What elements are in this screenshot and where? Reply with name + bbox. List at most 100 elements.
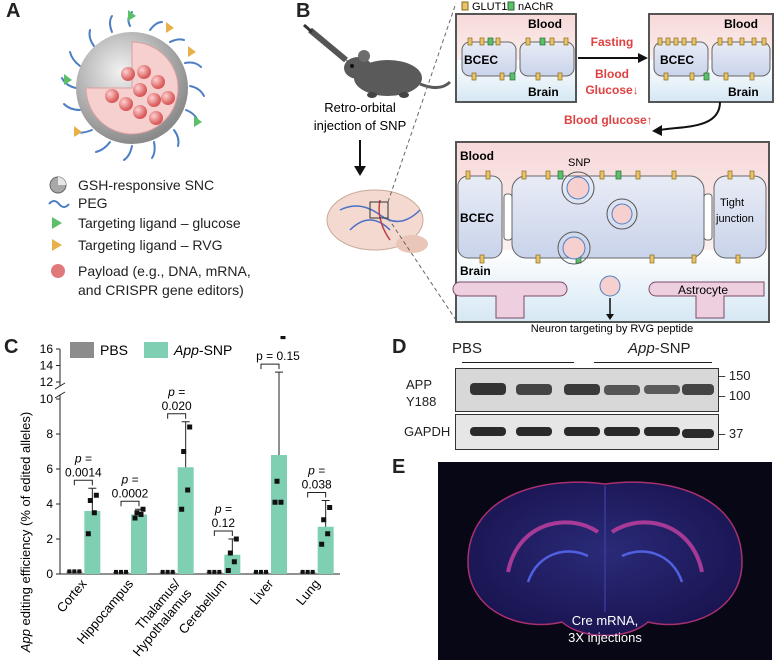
nanoparticle-illustration bbox=[61, 10, 205, 161]
pbs-point bbox=[217, 569, 222, 574]
legend-rvg-label: Targeting ligand – RVG bbox=[78, 237, 223, 253]
snp-point bbox=[185, 487, 191, 493]
p-bracket bbox=[213, 530, 233, 536]
p-value-number: 0.0002 bbox=[112, 486, 149, 500]
snp-point bbox=[225, 568, 231, 573]
y-tick-label: 0 bbox=[46, 567, 53, 581]
p-value-label: p = bbox=[307, 464, 325, 478]
nachr-label: nAChR bbox=[518, 1, 554, 13]
p-bracket bbox=[307, 492, 327, 498]
pbs-point bbox=[300, 569, 305, 574]
y-tick-label: 16 bbox=[40, 342, 54, 356]
legend-payload-line2: and CRISPR gene editors) bbox=[78, 282, 244, 298]
x-tick-label: Liver bbox=[247, 576, 277, 608]
mouse-icon bbox=[344, 50, 452, 98]
y-tick-label: 2 bbox=[46, 532, 53, 546]
snp-point bbox=[327, 505, 333, 510]
wb-group-snp: App-SNP bbox=[628, 340, 691, 357]
snp-point bbox=[132, 515, 138, 521]
snp-point bbox=[227, 550, 233, 556]
y-axis-label-rest: editing efficiency (% of edited alleles) bbox=[18, 412, 33, 629]
blood-glucose-down-2: Glucose↓ bbox=[585, 83, 638, 97]
legend-glucose-label: Targeting ligand – glucose bbox=[78, 215, 241, 231]
snp-point bbox=[231, 559, 237, 565]
y-axis-break-1 bbox=[54, 391, 66, 399]
snp-point bbox=[140, 506, 146, 512]
pbs-point bbox=[72, 569, 77, 574]
bar-snp bbox=[177, 467, 194, 574]
snp-point bbox=[138, 512, 144, 517]
glucose-ligand-icon bbox=[52, 217, 62, 229]
pbs-point bbox=[305, 569, 310, 574]
snp-point bbox=[319, 541, 325, 547]
legend-snp-label: App-SNP bbox=[173, 342, 232, 358]
pbs-point bbox=[259, 569, 263, 574]
tight-junction-1: Tight bbox=[720, 197, 744, 209]
rvg-ligand-icon bbox=[52, 239, 62, 251]
snp-point bbox=[321, 517, 327, 523]
p-value-label: p = bbox=[120, 472, 138, 486]
snp-point bbox=[274, 478, 280, 484]
bar-snp bbox=[131, 514, 147, 574]
legend-pbs-label: PBS bbox=[100, 342, 128, 358]
brain-section-graphic bbox=[467, 481, 743, 637]
bcec-label-2: BCEC bbox=[660, 53, 694, 67]
wb-app-blot bbox=[455, 368, 719, 412]
blood-glucose-up: Blood glucose↑ bbox=[564, 113, 653, 127]
panel-label-c: C bbox=[4, 336, 19, 358]
legend-snc: GSH-responsive SNC bbox=[48, 176, 214, 194]
p-value-label: p = 0.15 bbox=[256, 349, 300, 363]
editing-efficiency-chart: PBS App-SNP App editing efficiency (% of… bbox=[18, 336, 340, 659]
snp-point bbox=[91, 510, 97, 516]
injection-label-1: Retro-orbital bbox=[324, 100, 396, 115]
legend-peg-label: PEG bbox=[78, 195, 108, 211]
wb-marker-150: – 150 bbox=[718, 368, 751, 383]
y-axis-label: App editing efficiency (% of edited alle… bbox=[18, 412, 33, 653]
panel-label-b: B bbox=[296, 0, 311, 22]
blood-glucose-down-1: Blood bbox=[595, 67, 629, 81]
brain-section-image: Cre mRNA, 3X injections bbox=[438, 462, 772, 660]
snp-point bbox=[280, 336, 286, 340]
p-value-label: p = bbox=[167, 385, 185, 399]
pbs-point bbox=[264, 569, 268, 574]
snp-point bbox=[179, 506, 185, 512]
legend-payload: Payload (e.g., DNA, mRNA, bbox=[48, 262, 251, 280]
x-tick-label: Lung bbox=[293, 576, 323, 608]
legend-rvg: Targeting ligand – RVG bbox=[48, 236, 223, 254]
wb-gapdh-label: GAPDH bbox=[404, 424, 451, 439]
y-tick-label: 10 bbox=[40, 392, 54, 406]
legend-payload-label-2: and CRISPR gene editors) bbox=[78, 282, 244, 298]
pbs-point bbox=[212, 569, 217, 574]
wb-group-snp-rest: -SNP bbox=[654, 340, 691, 357]
snp-point bbox=[134, 510, 140, 516]
brain-caption-2: 3X injections bbox=[568, 630, 642, 645]
brain-section-caption: Cre mRNA, 3X injections bbox=[438, 612, 772, 646]
pbs-point bbox=[114, 569, 118, 574]
legend-peg: PEG bbox=[48, 194, 108, 212]
pbs-point bbox=[310, 569, 315, 574]
panel-label-d: D bbox=[392, 336, 407, 358]
p-bracket bbox=[167, 413, 187, 419]
snp-point bbox=[272, 499, 278, 505]
x-tick-label: Cortex bbox=[54, 576, 90, 615]
y-tick-label: 6 bbox=[46, 462, 53, 476]
pbs-point bbox=[77, 569, 82, 574]
snp-point bbox=[187, 424, 193, 430]
p-bracket bbox=[73, 479, 93, 486]
brain-caption-1: Cre mRNA, bbox=[571, 613, 639, 628]
pbs-point bbox=[207, 569, 212, 574]
wb-marker-37: – 37 bbox=[718, 426, 744, 441]
tight-junction-2: junction bbox=[715, 213, 754, 225]
snp-point bbox=[181, 449, 187, 454]
wb-app-label-1: APP bbox=[406, 377, 433, 392]
bcec-label-1: BCEC bbox=[464, 53, 498, 67]
y-axis-break-2 bbox=[54, 382, 66, 390]
y-tick-label: 14 bbox=[40, 359, 54, 373]
wb-group-pbs-line bbox=[462, 362, 574, 363]
y-tick-label: 8 bbox=[46, 427, 53, 441]
glut1-label: GLUT1 bbox=[472, 1, 507, 13]
pbs-point bbox=[165, 569, 170, 574]
pbs-point bbox=[124, 569, 128, 574]
y-tick-label: 4 bbox=[46, 497, 53, 511]
p-value-number: 0.12 bbox=[212, 516, 236, 530]
